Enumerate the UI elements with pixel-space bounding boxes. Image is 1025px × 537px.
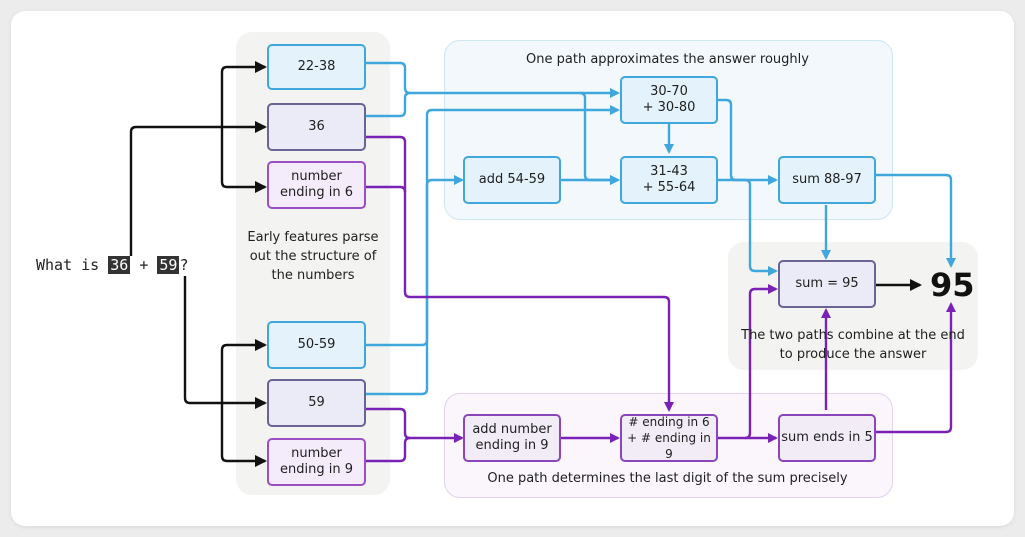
operator: + [130,256,158,274]
node-line: add number [472,422,552,437]
node-36: 36 [267,103,366,151]
node-line: + # ending in 9 [627,431,711,461]
node-number-ending-in-6: number ending in 6 [267,161,366,209]
operand-b-token: 59 [157,256,180,274]
approx-path-label: One path approximates the answer roughly [526,52,809,67]
node-line: + 30-80 [642,100,696,115]
node-number-ending-in-9: number ending in 9 [267,438,366,486]
node-sum-95: sum = 95 [778,260,876,308]
final-answer: 95 [930,266,975,304]
operand-a-token: 36 [108,256,131,274]
node-add-54-59: add 54-59 [463,156,561,204]
node-line: ending in 9 [475,438,549,453]
node-line: 30-70 [650,84,688,99]
wire-36-split [129,125,222,256]
wire-59-split [183,276,222,405]
node-line: # ending in 6 [628,415,710,429]
question-prefix: What is [36,256,109,274]
node-line: 31-43 [650,164,688,179]
combine-label: The two paths combine at the end to prod… [741,328,965,362]
question-suffix: ? [179,256,189,274]
node-sum-ends-in-5: sum ends in 5 [778,414,876,462]
node-59: 59 [267,379,366,427]
node-50-59: 50-59 [267,321,366,369]
question-text: What is 36 + 59? [36,256,189,274]
node-line: + 55-64 [642,180,696,195]
last-digit-path-label: One path determines the last digit of th… [487,471,848,486]
node-ending-6-plus-ending-9: # ending in 6 + # ending in 9 [620,414,718,462]
node-31-43-plus-55-64: 31-43+ 55-64 [620,156,718,204]
node-22-38: 22-38 [267,44,366,90]
early-features-label: Early features parse out the structure o… [247,230,379,283]
node-sum-88-97: sum 88-97 [778,156,876,204]
node-30-70-plus-30-80: 30-70+ 30-80 [620,76,718,124]
